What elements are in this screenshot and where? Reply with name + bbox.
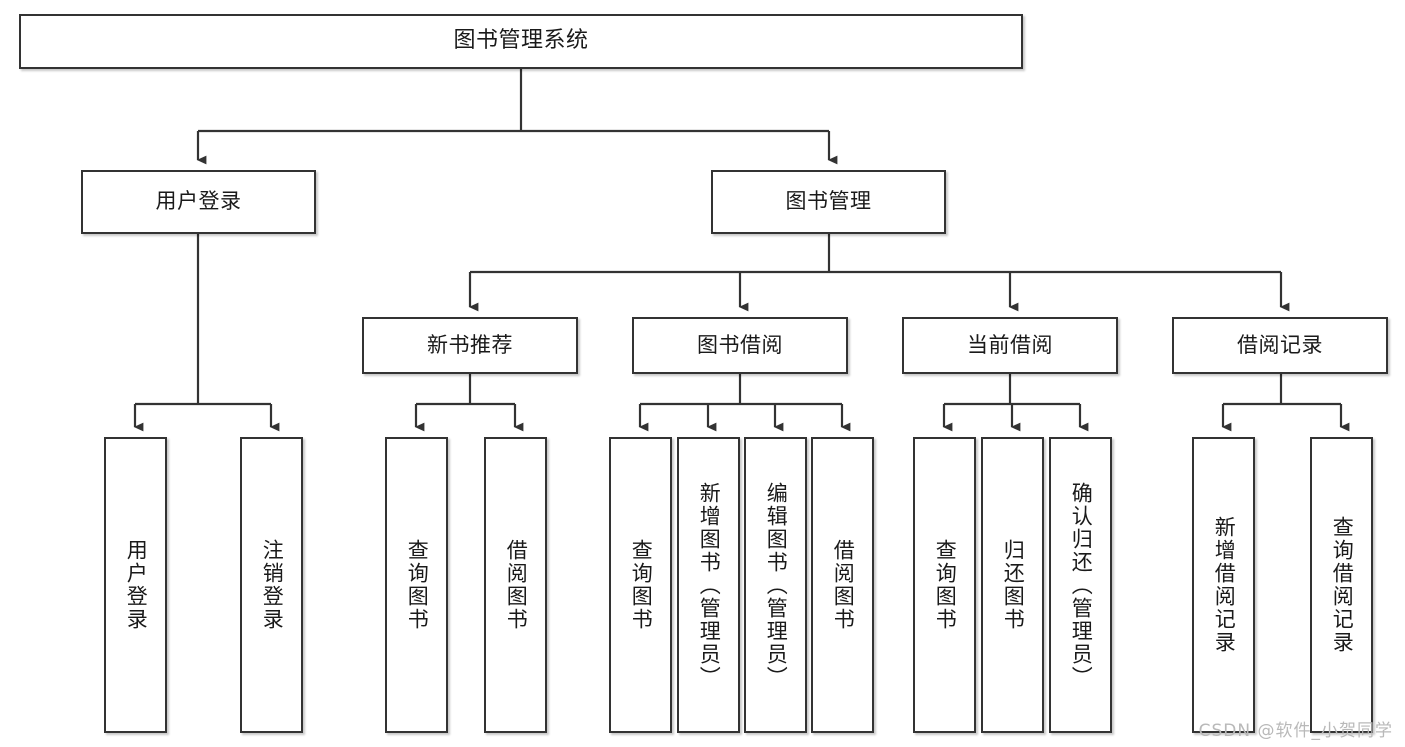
node-label: 新增图书（管理员）	[697, 481, 722, 689]
node-book-management[interactable]: 图书管理	[711, 170, 946, 234]
node-label: 图书借阅	[697, 332, 783, 357]
node-label: 图书管理	[785, 189, 872, 214]
node-leaf-user-login[interactable]: 用户登录	[104, 437, 167, 733]
node-leaf-add-borrow-record[interactable]: 新增借阅记录	[1192, 437, 1255, 733]
node-leaf-return-book[interactable]: 归还图书	[981, 437, 1044, 733]
node-label: 用户登录	[124, 539, 149, 631]
node-leaf-edit-book-admin[interactable]: 编辑图书（管理员）	[744, 437, 807, 733]
node-leaf-borrow-book-recommend[interactable]: 借阅图书	[484, 437, 547, 733]
node-borrow-record[interactable]: 借阅记录	[1172, 317, 1388, 374]
node-leaf-add-book-admin[interactable]: 新增图书（管理员）	[677, 437, 740, 733]
node-label: 归还图书	[1001, 539, 1026, 631]
node-label: 借阅图书	[504, 539, 529, 631]
node-label: 编辑图书（管理员）	[764, 481, 789, 689]
node-leaf-logout[interactable]: 注销登录	[240, 437, 303, 733]
node-new-book-recommend[interactable]: 新书推荐	[362, 317, 578, 374]
node-label: 用户登录	[155, 189, 242, 214]
node-leaf-query-book-current[interactable]: 查询图书	[913, 437, 976, 733]
node-label: 确认归还（管理员）	[1069, 481, 1094, 689]
node-leaf-query-book-borrow[interactable]: 查询图书	[609, 437, 672, 733]
node-leaf-confirm-return-admin[interactable]: 确认归还（管理员）	[1049, 437, 1112, 733]
node-label: 查询借阅记录	[1330, 516, 1355, 654]
node-label: 注销登录	[260, 539, 285, 631]
node-label: 新增借阅记录	[1212, 516, 1237, 654]
node-user-login[interactable]: 用户登录	[81, 170, 316, 234]
node-label: 查询图书	[405, 539, 430, 631]
node-leaf-query-book-recommend[interactable]: 查询图书	[385, 437, 448, 733]
node-label: 借阅记录	[1237, 332, 1323, 357]
node-label: 图书管理系统	[453, 28, 589, 54]
watermark-text: CSDN @软件_小贺同学	[1198, 721, 1393, 741]
node-current-borrow[interactable]: 当前借阅	[902, 317, 1118, 374]
node-label: 当前借阅	[967, 332, 1053, 357]
node-label: 借阅图书	[831, 539, 856, 631]
node-label: 查询图书	[629, 539, 654, 631]
node-label: 查询图书	[933, 539, 958, 631]
node-leaf-borrow-book[interactable]: 借阅图书	[811, 437, 874, 733]
node-book-borrow[interactable]: 图书借阅	[632, 317, 848, 374]
node-leaf-query-borrow-record[interactable]: 查询借阅记录	[1310, 437, 1373, 733]
node-root-book-management-system[interactable]: 图书管理系统	[19, 14, 1023, 69]
node-label: 新书推荐	[427, 332, 513, 357]
